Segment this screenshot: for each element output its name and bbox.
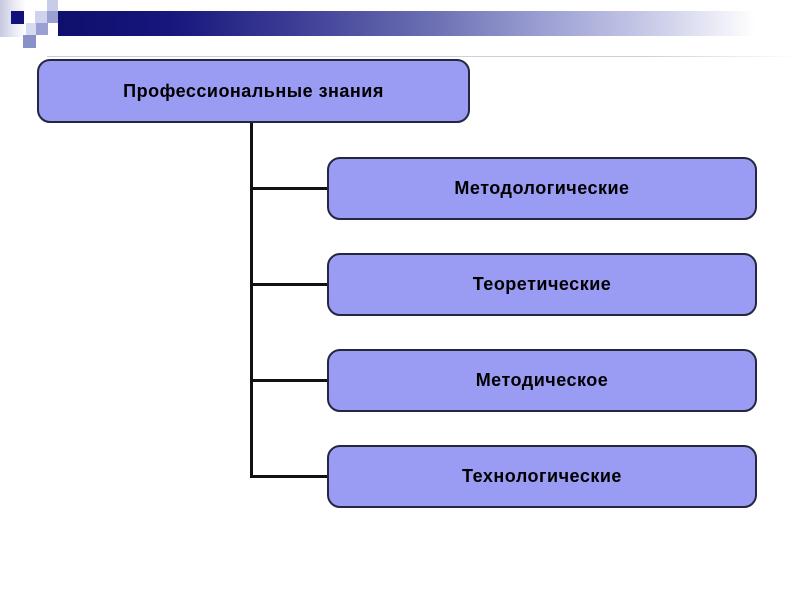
pixel-square-pale-2 <box>26 23 38 35</box>
connector-branch-3 <box>250 379 328 382</box>
child-node-label: Методическое <box>475 370 609 390</box>
connector-vertical-line <box>250 123 253 478</box>
connector-branch-2 <box>250 283 328 286</box>
child-node-box: Технологические <box>327 445 757 508</box>
child-node-box: Методическое <box>327 349 757 412</box>
root-node-label: Профессиональные знания <box>123 80 384 101</box>
child-node-label: Технологические <box>462 466 622 486</box>
child-node-label: Методологические <box>454 178 630 198</box>
connector-branch-4 <box>250 475 328 478</box>
pixel-square-dark <box>23 35 36 48</box>
pixel-square-navy <box>11 11 24 24</box>
root-node-box: Профессиональные знания <box>37 59 470 123</box>
pixel-square-medium <box>47 11 58 23</box>
pixel-square-pale <box>47 0 58 11</box>
child-node-box: Методологические <box>327 157 757 220</box>
header-bar <box>58 11 800 36</box>
child-node-label: Теоретические <box>472 274 612 294</box>
pixel-square-medium-2 <box>36 23 48 35</box>
pixel-square-light <box>35 11 47 23</box>
connector-branch-1 <box>250 187 328 190</box>
child-node-box: Теоретические <box>327 253 757 316</box>
header-rule-line <box>47 56 800 57</box>
